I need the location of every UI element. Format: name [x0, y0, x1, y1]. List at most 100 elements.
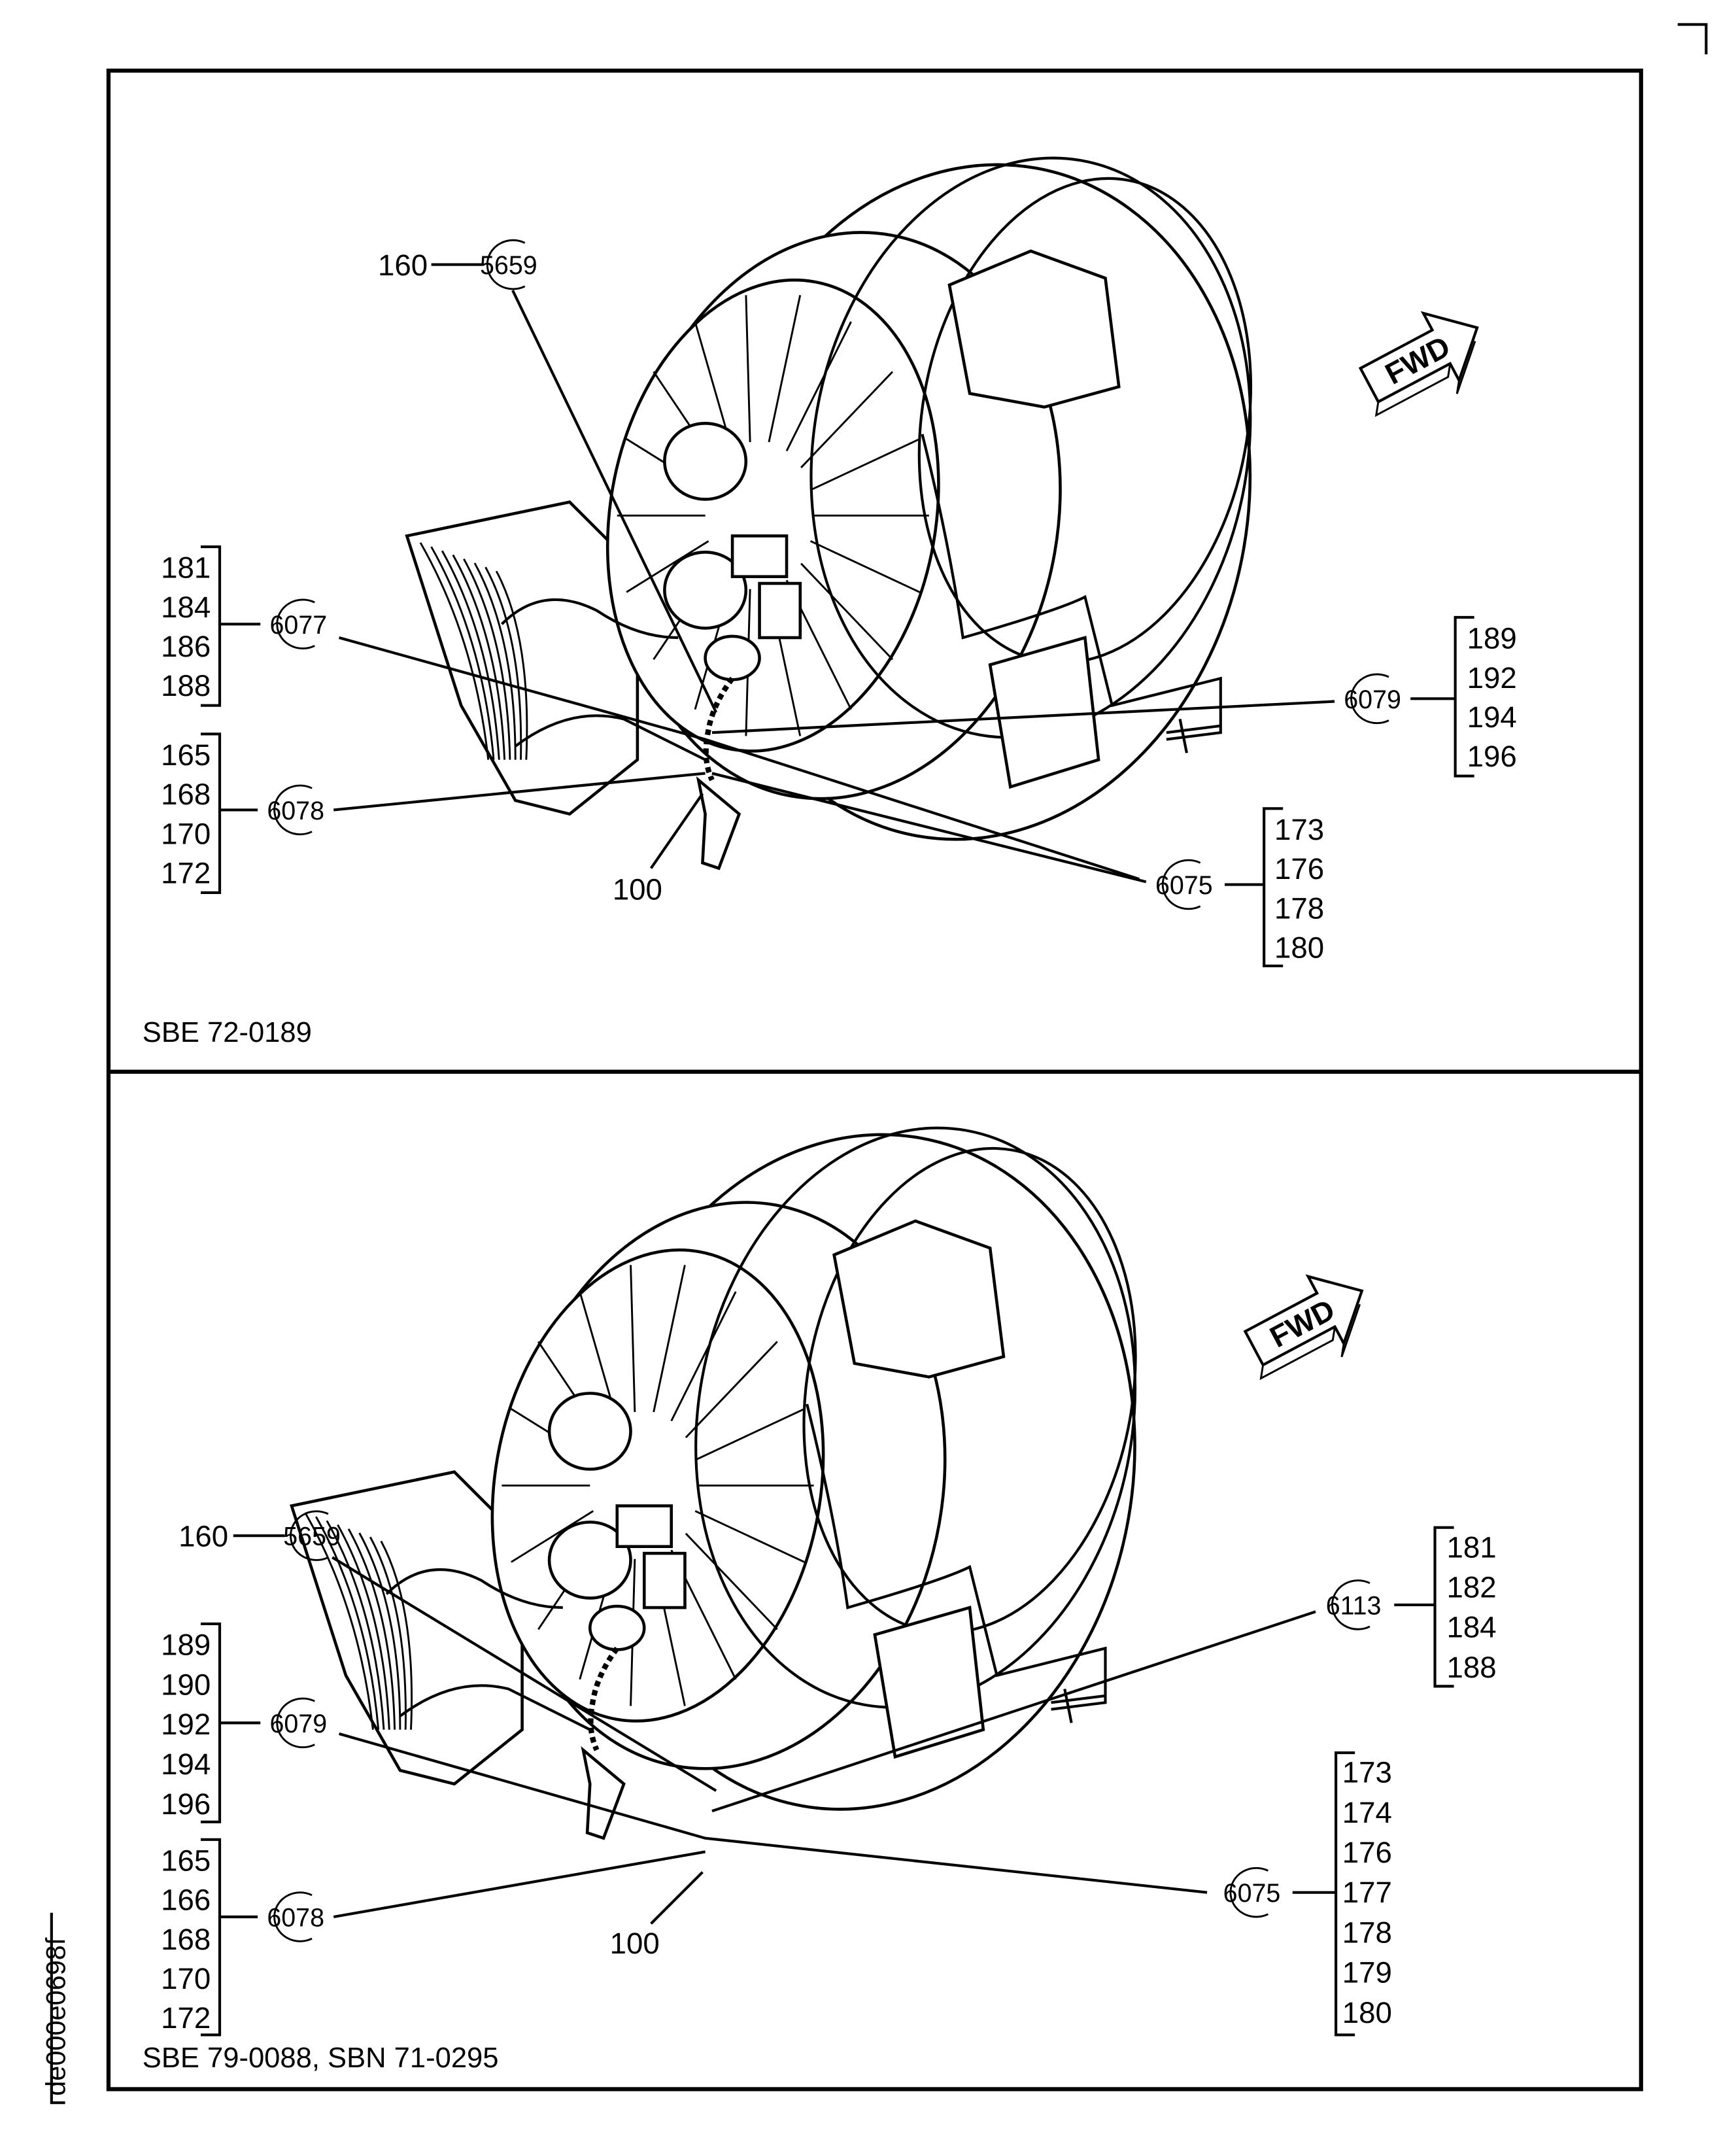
- bracket-ring: [588, 1604, 646, 1651]
- callout-5659-balloon: [290, 1510, 329, 1561]
- item-number: 182: [1446, 1571, 1496, 1604]
- group-6075-bracket: [1263, 807, 1284, 968]
- fitting: [1166, 719, 1221, 753]
- fan-blade: [768, 294, 802, 443]
- fan-blade: [809, 438, 921, 491]
- callout-6079-balloon: [276, 1697, 315, 1749]
- item-number: 189: [1467, 622, 1517, 655]
- accessory-box: [988, 636, 1100, 789]
- fwd-arrow-icon: [1243, 1274, 1364, 1367]
- exhaust-line: [430, 546, 495, 760]
- exhaust-line: [441, 550, 500, 760]
- doc-id-mark: [50, 1912, 65, 2105]
- callout-6079-balloon: [1350, 673, 1389, 725]
- item-number: 176: [1342, 1836, 1392, 1869]
- callout-6079-label: 6079: [1344, 685, 1401, 714]
- item-number: 160: [378, 249, 428, 282]
- item-number: 174: [1342, 1796, 1392, 1829]
- fan-blade: [745, 295, 751, 443]
- fan-blade: [630, 1265, 636, 1413]
- fwd-arrow-shadow: [1374, 341, 1476, 417]
- exhaust-line: [315, 1516, 380, 1730]
- item-number: 184: [161, 591, 211, 624]
- accessory-box: [832, 1219, 1006, 1379]
- item-100: 100: [610, 1927, 660, 1960]
- fan-blade: [800, 371, 894, 469]
- callout-6075-balloon: [1161, 859, 1201, 910]
- exhaust-line: [369, 1536, 407, 1730]
- fan-blade: [511, 1510, 594, 1563]
- exhaust-line: [463, 559, 511, 760]
- item-number: 165: [161, 738, 211, 772]
- item-number: 194: [161, 1747, 211, 1781]
- item-number: 186: [161, 630, 211, 663]
- leader-line: [650, 1871, 704, 1925]
- exhaust-line: [337, 1524, 390, 1730]
- fan-blade: [785, 321, 852, 452]
- leader-line: [511, 290, 718, 713]
- fan-blade: [800, 562, 894, 661]
- fwd-arrow-icon: [1358, 311, 1479, 404]
- item-number: 176: [1274, 852, 1324, 886]
- fwd-indicator: FWD: [1358, 311, 1479, 417]
- leader-line: [338, 636, 1140, 881]
- callout-6078-label: 6078: [267, 1904, 324, 1933]
- item-number: 178: [1274, 891, 1324, 925]
- item-number: 166: [161, 1884, 211, 1917]
- callout-6075-balloon: [1229, 1867, 1269, 1918]
- item-number: 181: [1446, 1530, 1496, 1564]
- item-number: 196: [161, 1787, 211, 1821]
- fan-blade: [626, 540, 709, 593]
- item-number: 173: [1274, 813, 1324, 846]
- callout-6113-label: 6113: [1326, 1591, 1382, 1620]
- front-case: [809, 156, 1252, 739]
- callout-6113-balloon: [1331, 1579, 1370, 1630]
- group-6078-bracket: [200, 1838, 222, 2037]
- tube: [806, 1403, 1107, 1711]
- group-6079-bracket: [1454, 615, 1474, 778]
- accessory-box: [873, 1606, 985, 1759]
- fan-blade: [694, 1408, 805, 1461]
- leader-line: [711, 1610, 1316, 1813]
- support-arm: [696, 776, 741, 870]
- fan-blade: [685, 1341, 778, 1439]
- item-number: 181: [161, 551, 211, 585]
- corner-mark: [1677, 23, 1708, 55]
- item-number: 160: [179, 1520, 228, 1553]
- fan-disc: [490, 1248, 825, 1723]
- exhaust-line: [358, 1532, 401, 1730]
- item-number: 173: [1342, 1756, 1392, 1789]
- callout-5659-label: 5659: [283, 1523, 341, 1551]
- callout-6078-label: 6078: [267, 797, 324, 825]
- item-number: 180: [1342, 1996, 1392, 2029]
- fwd-indicator: FWD: [1243, 1274, 1364, 1381]
- panel-top: [405, 156, 1253, 870]
- component: [615, 1504, 673, 1549]
- callout-5659-label: 5659: [480, 251, 537, 280]
- tube: [921, 434, 1222, 741]
- tube: [385, 1568, 563, 1609]
- item-number: 189: [161, 1628, 211, 1662]
- fan-blade: [809, 540, 921, 593]
- exhaust-line: [304, 1512, 374, 1730]
- harness: [588, 1646, 620, 1751]
- leader-line: [649, 793, 704, 869]
- group-6113-bracket: [1433, 1526, 1454, 1688]
- group-6078-bracket: [200, 732, 222, 895]
- fan-blade: [685, 1532, 778, 1630]
- callout-6078-balloon: [273, 1891, 313, 1942]
- leader-line: [332, 1556, 717, 1792]
- item-number: 180: [1274, 931, 1324, 965]
- exhaust-line: [452, 554, 506, 760]
- bracket-ring: [704, 634, 761, 681]
- exhaust-line: [347, 1528, 396, 1730]
- exhaust-line: [326, 1520, 385, 1730]
- item-100: 100: [613, 872, 662, 906]
- item-number: 184: [1446, 1611, 1496, 1644]
- item-number: 194: [1467, 700, 1517, 734]
- callout-5659-balloon: [486, 239, 526, 290]
- panel-bottom: [290, 1126, 1137, 1840]
- component: [758, 581, 802, 640]
- outer-frame: [106, 68, 1643, 2091]
- leader-line: [333, 1850, 706, 1919]
